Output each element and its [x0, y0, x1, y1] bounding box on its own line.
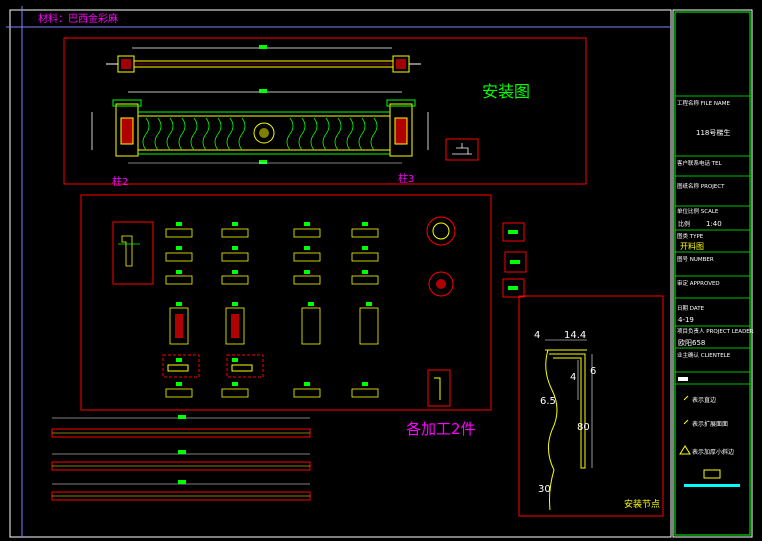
tb-drawing-name-label: 图纸名称 PROJECT [677, 182, 725, 190]
small-detail-box [445, 138, 479, 161]
tb-leader-label: 项目负责人 PROJECT LEADER [677, 327, 754, 335]
side-part-box-1 [502, 222, 525, 242]
parts-grid [162, 216, 456, 407]
parts-section-profile [118, 235, 140, 267]
detail-dim-5: 80 [577, 422, 590, 433]
side-part-box-3 [502, 278, 525, 298]
tb-number-label: 图号 NUMBER [677, 255, 714, 263]
detail-dim-1: 14.4 [564, 330, 586, 341]
parts-frame [80, 194, 492, 411]
tb-date-value: 4-19 [678, 316, 694, 324]
title-block [672, 9, 753, 538]
legend: 表示直边 表示扩展面面 表示加厚小斜边 [679, 395, 740, 487]
install-node-profile [545, 349, 587, 511]
legend-item-2: 表示加厚小斜边 [692, 448, 734, 456]
plan-view-rail [106, 45, 421, 73]
install-view-title: 安装图 [482, 82, 530, 101]
post-label-right: 柱3 [398, 172, 414, 185]
tb-client-tel-label: 客户联系电话 TEL [677, 159, 723, 167]
elevation-view [91, 89, 429, 164]
detail-dim-4: 6.5 [540, 396, 556, 407]
tb-type-label: 图类 TYPE [677, 232, 704, 240]
side-part-box-2 [504, 251, 527, 273]
detail-dim-6: 30 [538, 484, 551, 495]
detail-dim-3: 6 [590, 366, 596, 377]
install-node-frame [518, 295, 664, 517]
post-label-left: 柱2 [112, 175, 128, 188]
tb-date-label: 日期 DATE [677, 305, 705, 312]
legend-item-0: 表示直边 [692, 396, 716, 404]
tb-scale-prefix: 比例 [678, 220, 690, 228]
long-rail-parts [51, 415, 311, 501]
tb-scale-value: 1:40 [706, 220, 722, 228]
tb-leader-value: 欧阳658 [678, 338, 705, 347]
parts-caption: 各加工2件 [406, 420, 476, 438]
tb-type-value: 开料图 [680, 241, 704, 251]
legend-item-1: 表示扩展面面 [692, 420, 728, 428]
install-node-title: 安装节点 [624, 498, 660, 510]
tb-approved-label: 审定 APPROVED [677, 279, 720, 287]
tb-scale-label: 单位比例 SCALE [677, 207, 719, 215]
tb-project-name-label: 工程名称 FILE NAME [677, 99, 730, 107]
tb-project-name-value: 118号梯生 [696, 128, 730, 137]
tb-marker [678, 377, 688, 381]
drawing-border [9, 9, 672, 538]
material-note: 材料：巴西金彩麻 [38, 12, 118, 25]
install-view-frame [63, 37, 587, 185]
parts-section-box [112, 221, 154, 285]
detail-dim-0: 4 [534, 330, 540, 341]
tb-client-label: 业主确认 CLIENTELE [677, 351, 731, 359]
detail-dim-2: 4 [570, 372, 576, 383]
